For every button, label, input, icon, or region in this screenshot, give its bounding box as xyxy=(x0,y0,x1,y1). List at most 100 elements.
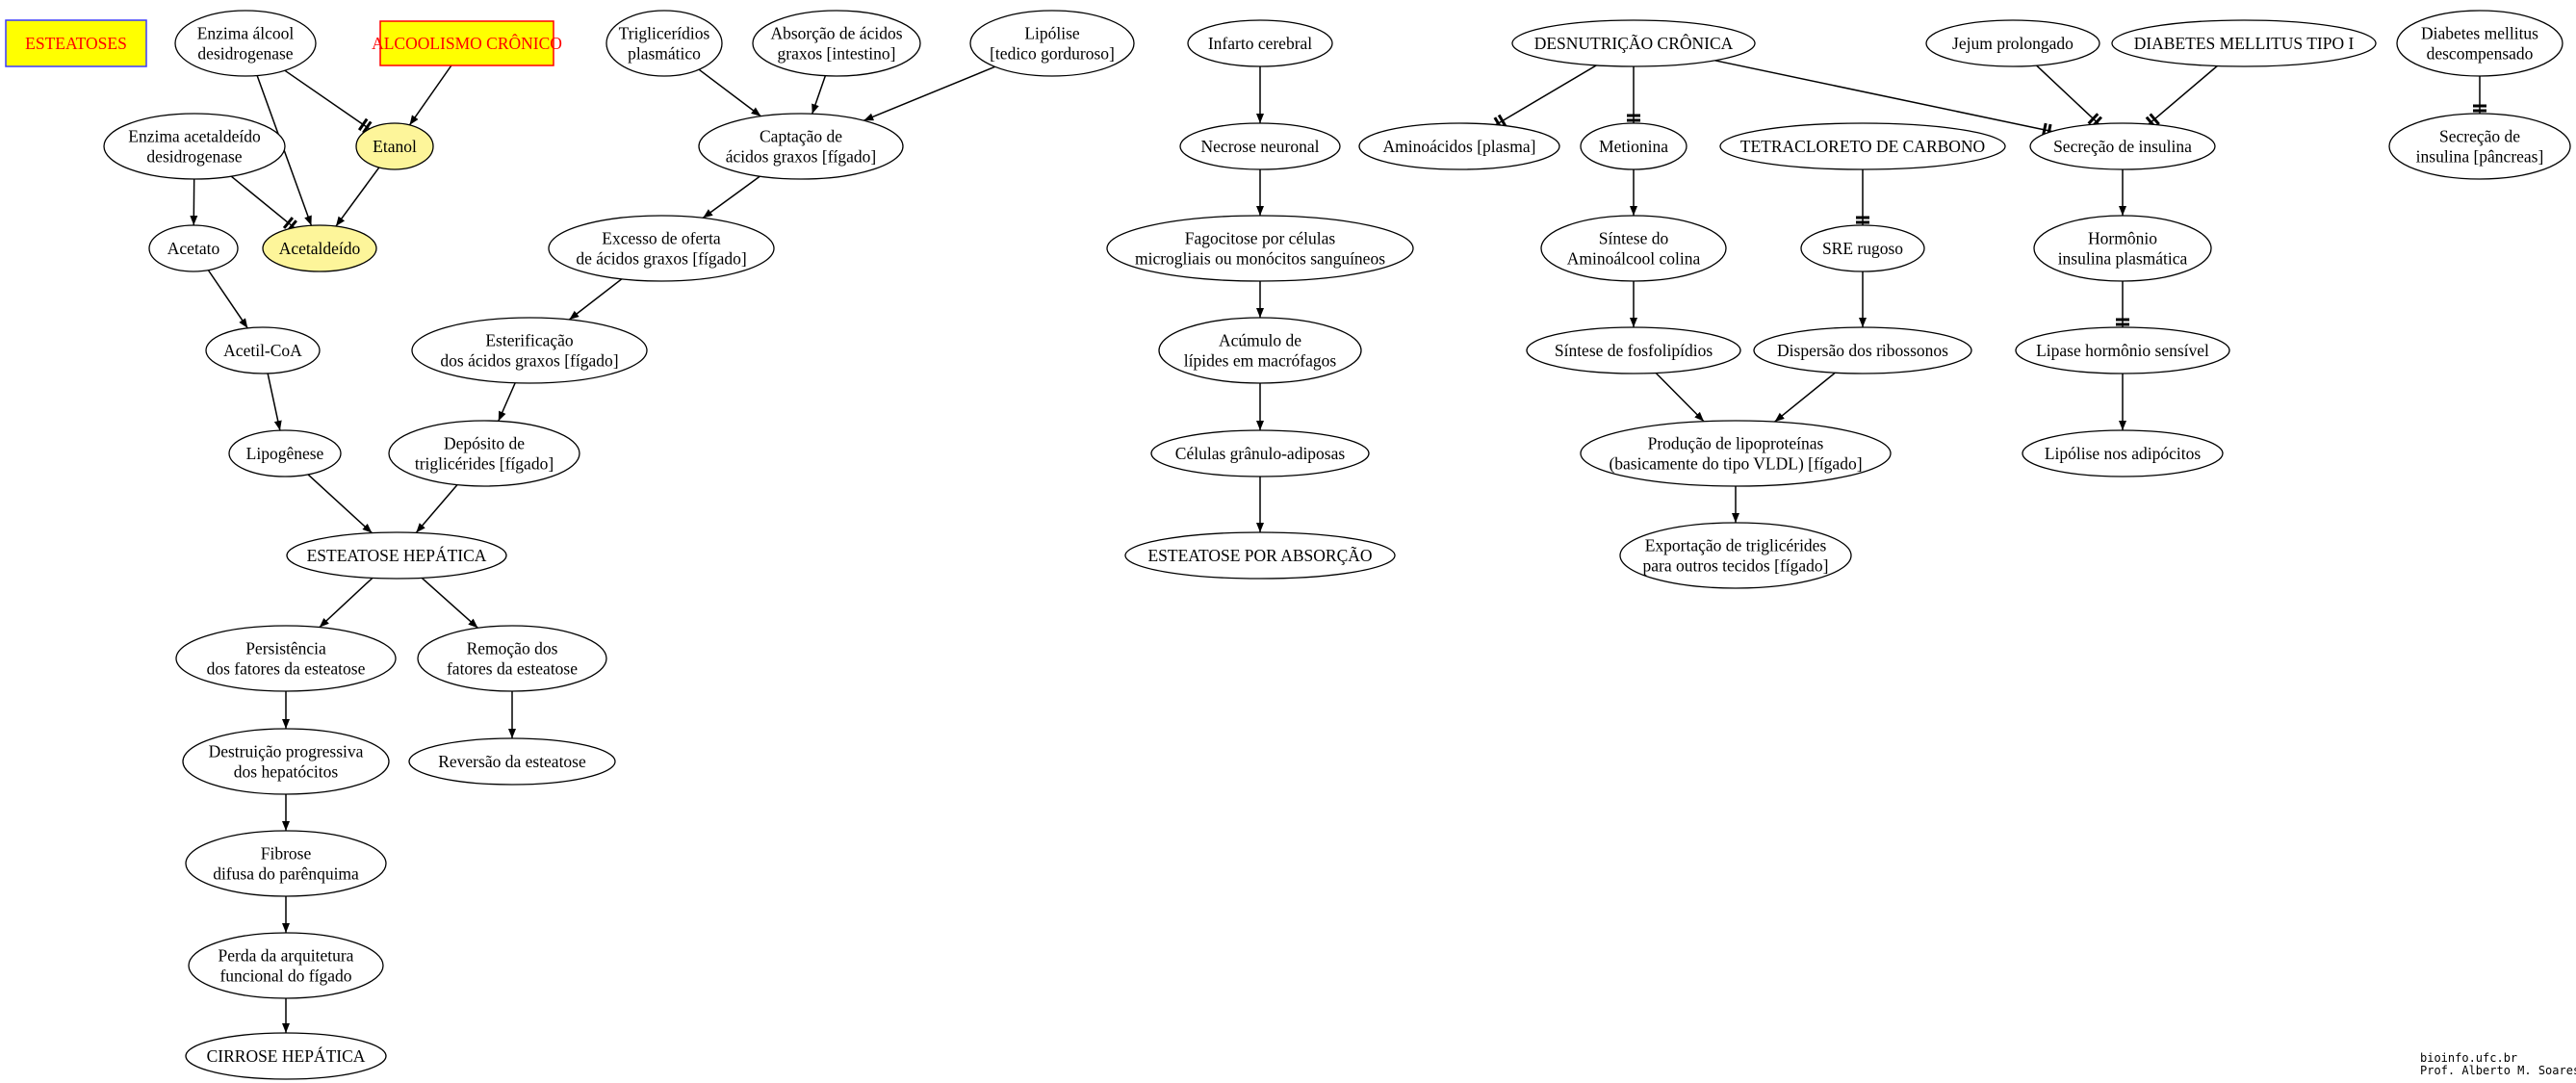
node-label: ESTEATOSE HEPÁTICA xyxy=(307,546,487,565)
inhibition-bar xyxy=(282,217,295,229)
inhibition-bar xyxy=(362,120,373,134)
title-box: ESTEATOSES xyxy=(5,19,147,67)
node-label: Triglicerídios xyxy=(619,24,710,43)
node-label: Fagocitose por células xyxy=(1185,229,1336,248)
edge-hormonio-to-lipase xyxy=(2116,281,2129,327)
edge-absorcao-to-captacao xyxy=(811,75,827,115)
node-ellipse xyxy=(174,10,317,77)
node-label: ESTEATOSE POR ABSORÇÃO xyxy=(1147,546,1372,565)
node-label: Secreção de xyxy=(2439,127,2520,146)
inhibition-bar xyxy=(1497,114,1507,128)
node-sre: SRE rugoso xyxy=(1800,224,1925,272)
node-label: Dispersão dos ribossonos xyxy=(1777,341,1948,360)
node-label: desidrogenase xyxy=(146,147,242,167)
node-label: Diabetes mellitus xyxy=(2421,24,2538,43)
arrow-line xyxy=(863,65,995,121)
node-ellipse xyxy=(1800,224,1925,272)
node-label: dos fatores da esteatose xyxy=(207,659,366,679)
edge-sintese_fosfo-to-producao xyxy=(1655,372,1705,423)
edge-acetilcoa-to-lipogenese xyxy=(267,373,282,431)
node-label: CIRROSE HEPÁTICA xyxy=(207,1046,366,1066)
node-ellipse xyxy=(2033,215,2212,282)
node-ellipse xyxy=(1753,326,1972,374)
node-label: difusa do parênquima xyxy=(213,864,359,884)
inhibition-bar xyxy=(357,117,369,131)
node-tetracloreto: TETRACLORETO DE CARBONO xyxy=(1719,122,2006,170)
node-jejum: Jejum prolongado xyxy=(1925,19,2100,67)
node-label: Enzima acetaldeído xyxy=(128,127,261,146)
node-ellipse xyxy=(752,10,921,77)
node-label: Aminoácidos [plasma] xyxy=(1383,137,1536,156)
node-etanol: Etanol xyxy=(355,122,434,170)
edge-excesso-to-esterif xyxy=(568,278,623,321)
node-ellipse xyxy=(1179,122,1341,170)
arrow-line xyxy=(421,577,478,629)
node-label: de ácidos graxos [fígado] xyxy=(576,249,746,269)
node-ellipse xyxy=(355,122,434,170)
node-desnutricao: DESNUTRIÇÃO CRÔNICA xyxy=(1511,19,1756,67)
edge-dispersao-to-producao xyxy=(1774,372,1836,423)
node-label: Reversão da esteatose xyxy=(438,752,586,771)
edge-desnutricao-to-aminoacidos xyxy=(1493,64,1597,130)
node-label: insulina plasmática xyxy=(2058,249,2188,269)
node-ellipse xyxy=(185,1032,387,1080)
node-label: Lipólise xyxy=(1024,24,1080,43)
node-label: Absorção de ácidos xyxy=(770,24,902,43)
node-ellipse xyxy=(1580,122,1687,170)
edges-layer xyxy=(190,60,2486,1033)
node-sintese_fosfo: Síntese de fosfolipídios xyxy=(1526,326,1741,374)
node-label: Excesso de oferta xyxy=(602,229,721,248)
node-ellipse xyxy=(969,10,1135,77)
node-ellipse xyxy=(388,420,580,487)
node-ellipse xyxy=(1580,420,1892,487)
node-ellipse xyxy=(1719,122,2006,170)
node-lipolise_tec: Lipólise[tedico gorduroso] xyxy=(969,10,1135,77)
node-label: triglicérides [fígado] xyxy=(415,454,554,474)
node-label: ácidos graxos [fígado] xyxy=(726,147,876,167)
edge-etanol-to-acetaldeido xyxy=(335,167,380,227)
node-granulo: Células grânulo-adiposas xyxy=(1150,429,1370,477)
node-metionina: Metionina xyxy=(1580,122,1687,170)
node-label: descompensado xyxy=(2427,44,2534,64)
node-label: graxos [intestino] xyxy=(778,44,896,64)
node-ellipse xyxy=(417,625,607,692)
node-ellipse xyxy=(2029,122,2216,170)
node-label: ALCOOLISMO CRÔNICO xyxy=(372,34,562,53)
node-diabetes1: DIABETES MELLITUS TIPO I xyxy=(2111,19,2377,67)
arrow-line xyxy=(319,577,374,629)
title-box-rect xyxy=(5,19,147,67)
edge-tetracloreto-to-sre xyxy=(1856,169,1869,225)
diagram-title: ESTEATOSES xyxy=(25,34,127,53)
node-ellipse xyxy=(262,224,377,272)
arrow-line xyxy=(702,175,760,219)
node-label: [tedico gorduroso] xyxy=(990,44,1115,64)
node-producao: Produção de lipoproteínas(basicamente do… xyxy=(1580,420,1892,487)
node-label: Remoção dos xyxy=(467,639,558,658)
node-ellipse xyxy=(411,317,648,384)
node-cirrose: CIRROSE HEPÁTICA xyxy=(185,1032,387,1080)
node-label: Lipólise nos adipócitos xyxy=(2045,444,2202,463)
node-label: TETRACLORETO DE CARBONO xyxy=(1740,137,1985,156)
edge-lipogenese-to-esteatose_hep xyxy=(307,474,373,534)
node-ellipse xyxy=(182,728,390,795)
node-label: dos ácidos graxos [fígado] xyxy=(440,351,618,371)
node-lipogenese: Lipogênese xyxy=(228,429,342,477)
node-label: microgliais ou monócitos sanguíneos xyxy=(1135,249,1385,269)
arrow-line xyxy=(207,270,248,329)
node-label: Acúmulo de xyxy=(1219,331,1301,350)
node-reversao: Reversão da esteatose xyxy=(408,737,616,786)
node-lipolise_adip: Lipólise nos adipócitos xyxy=(2022,429,2224,477)
inhibition-line xyxy=(284,69,371,130)
node-ellipse xyxy=(1124,531,1396,580)
node-label: Depósito de xyxy=(444,434,525,453)
node-ellipse xyxy=(1925,19,2100,67)
node-label: Hormônio xyxy=(2088,229,2157,248)
